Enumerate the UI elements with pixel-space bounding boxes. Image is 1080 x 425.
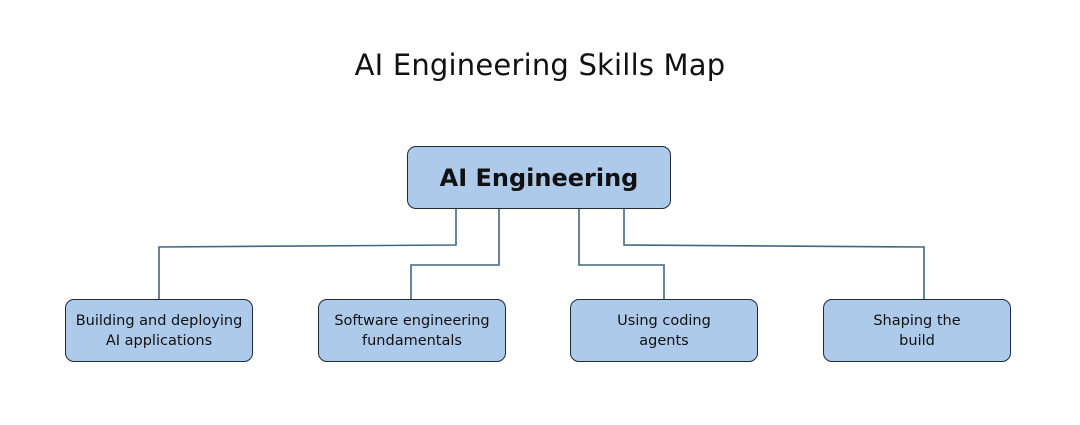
connector-root-to-child-2: [410, 209, 500, 299]
child-node-label: Shaping the build: [873, 312, 961, 349]
child-node-shaping-build: Shaping the build: [823, 299, 1011, 362]
child-node-label: Building and deploying AI applications: [75, 312, 243, 349]
diagram-title: AI Engineering Skills Map: [354, 48, 726, 82]
root-node-label: AI Engineering: [439, 163, 639, 192]
child-node-coding-agents: Using coding agents: [570, 299, 758, 362]
child-node-building-deploying: Building and deploying AI applications: [65, 299, 253, 362]
child-node-label: Using coding agents: [617, 312, 711, 349]
child-node-label: Software engineering fundamentals: [334, 312, 490, 349]
connector-root-to-child-1: [158, 209, 457, 299]
child-node-software-engineering: Software engineering fundamentals: [318, 299, 506, 362]
connector-root-to-child-3: [578, 209, 665, 299]
root-node: AI Engineering: [407, 146, 671, 209]
connector-root-to-child-4: [623, 209, 925, 299]
